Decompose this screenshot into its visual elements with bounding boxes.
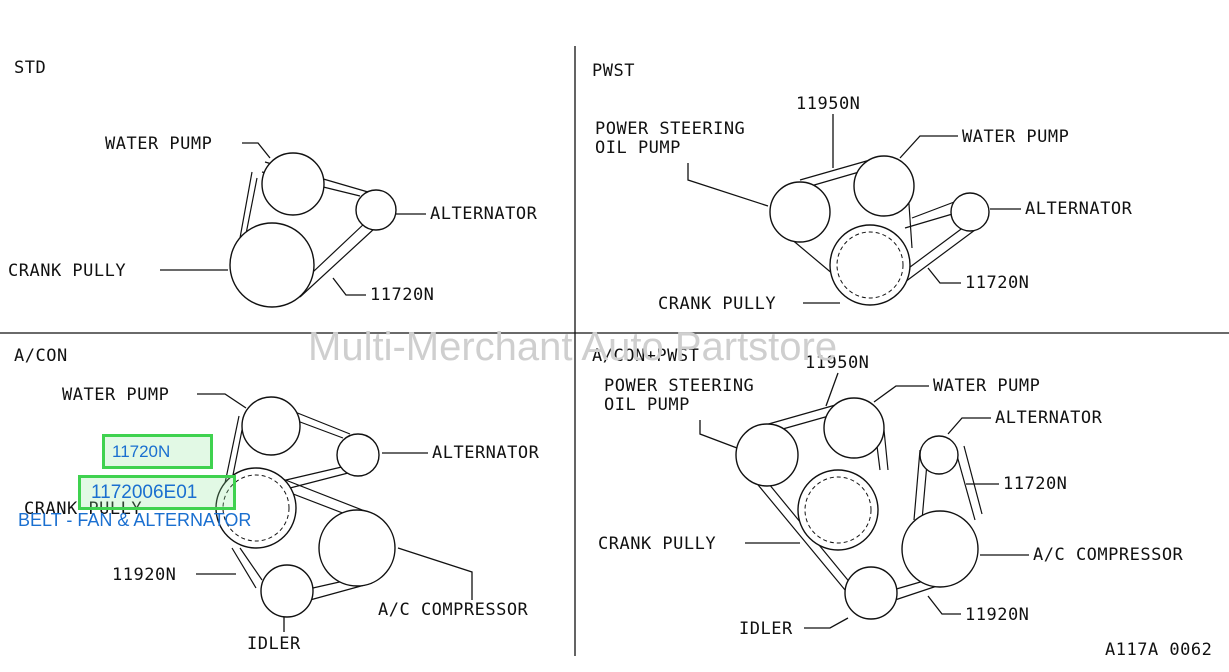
acon-pwst-crank-pulley-inner: [804, 476, 872, 544]
std-alternator-label: ALTERNATOR: [430, 204, 538, 224]
acon-pwst-water-pump-label: WATER PUMP: [933, 376, 1040, 396]
acon-pwst-quadrant: A/CON+PWST 11950N POWER STEERING OIL PUM…: [592, 346, 1184, 639]
acon-pwst-ps-pump-label-1: POWER STEERING: [604, 376, 754, 396]
pwst-ps-pump-label-1: POWER STEERING: [595, 119, 745, 139]
pwst-alternator-pulley: [950, 192, 990, 232]
pwst-ps-pump-label-2: OIL PUMP: [595, 138, 681, 158]
acon-crank-pulley-inner: [222, 474, 290, 542]
acon-pwst-belt: [753, 401, 983, 601]
acon-pwst-ps-pump-label-2: OIL PUMP: [604, 395, 690, 415]
acon-pwst-alternator-pulley: [919, 435, 959, 475]
acon-alternator-label: ALTERNATOR: [432, 443, 540, 463]
pwst-title: PWST: [592, 61, 635, 81]
acon-pwst-alternator-label: ALTERNATOR: [995, 408, 1103, 428]
std-water-pump-label: WATER PUMP: [105, 134, 212, 154]
acon-title: A/CON: [14, 346, 68, 366]
acon-pwst-idler-pulley: [844, 566, 898, 620]
acon-pwst-compressor-pulley: [901, 510, 979, 588]
acon-idler-pulley: [260, 564, 314, 618]
acon-pwst-ac-belt-label: 11920N: [965, 605, 1029, 625]
watermark: Multi-Merchant Auto Partstore: [308, 325, 837, 369]
pwst-water-pump-label: WATER PUMP: [962, 127, 1069, 147]
pwst-crank-pully-label: CRANK PULLY: [658, 294, 776, 314]
acon-pwst-ac-compressor-label: A/C COMPRESSOR: [1033, 545, 1184, 565]
pwst-water-pump-pulley: [853, 155, 915, 217]
acon-compressor-pulley: [318, 509, 396, 587]
part-callout-1172006e01-text: 1172006E01: [91, 482, 198, 503]
pwst-crank-pulley: [829, 224, 911, 306]
pwst-belt: [789, 159, 984, 283]
acon-pwst-title: A/CON+PWST: [592, 346, 699, 366]
part-callout-1172006e01[interactable]: 1172006E01: [78, 475, 236, 510]
std-crank-pulley: [229, 222, 315, 308]
acon-pwst-crank-pully-label: CRANK PULLY: [598, 534, 716, 554]
acon-pwst-crank-pulley: [797, 469, 879, 551]
part-callout-11720n-text: 11720N: [112, 442, 171, 461]
std-title: STD: [14, 58, 46, 78]
pwst-alternator-label: ALTERNATOR: [1025, 199, 1133, 219]
pwst-belt-label: 11720N: [965, 273, 1029, 293]
acon-idler-label: IDLER: [247, 634, 301, 654]
part-description[interactable]: BELT - FAN & ALTERNATOR: [18, 510, 252, 530]
pwst-ps-belt-label: 11950N: [796, 94, 860, 114]
std-belt-label: 11720N: [370, 285, 434, 305]
acon-pwst-ps-belt-label: 11950N: [805, 353, 869, 373]
pwst-quadrant: PWST POWER STEERING OIL PUMP 11950N WATE…: [592, 61, 1133, 314]
acon-pwst-idler-label: IDLER: [739, 619, 793, 639]
acon-water-pump-pulley: [241, 396, 301, 456]
pwst-crank-pulley-inner: [836, 231, 904, 299]
acon-pwst-belt-label: 11720N: [1003, 474, 1067, 494]
pwst-ps-pump-pulley: [769, 181, 831, 243]
std-alternator-pulley: [355, 189, 397, 231]
std-crank-pully-label: CRANK PULLY: [8, 261, 126, 281]
std-water-pump-pulley: [261, 152, 325, 216]
acon-pwst-water-pump-pulley: [823, 397, 885, 459]
std-quadrant: STD WATER PUMP ALTERNATOR CRANK PULLY 11…: [8, 58, 538, 308]
figure-code: A117A 0062: [1105, 640, 1212, 660]
acon-ac-compressor-label: A/C COMPRESSOR: [378, 600, 529, 620]
part-callout-11720n[interactable]: 11720N: [102, 434, 213, 469]
acon-alternator-pulley: [336, 433, 380, 477]
acon-belt: [223, 401, 376, 601]
acon-pwst-ps-pump-pulley: [735, 423, 799, 487]
acon-ac-belt-label: 11920N: [112, 565, 176, 585]
acon-water-pump-label: WATER PUMP: [62, 385, 169, 405]
